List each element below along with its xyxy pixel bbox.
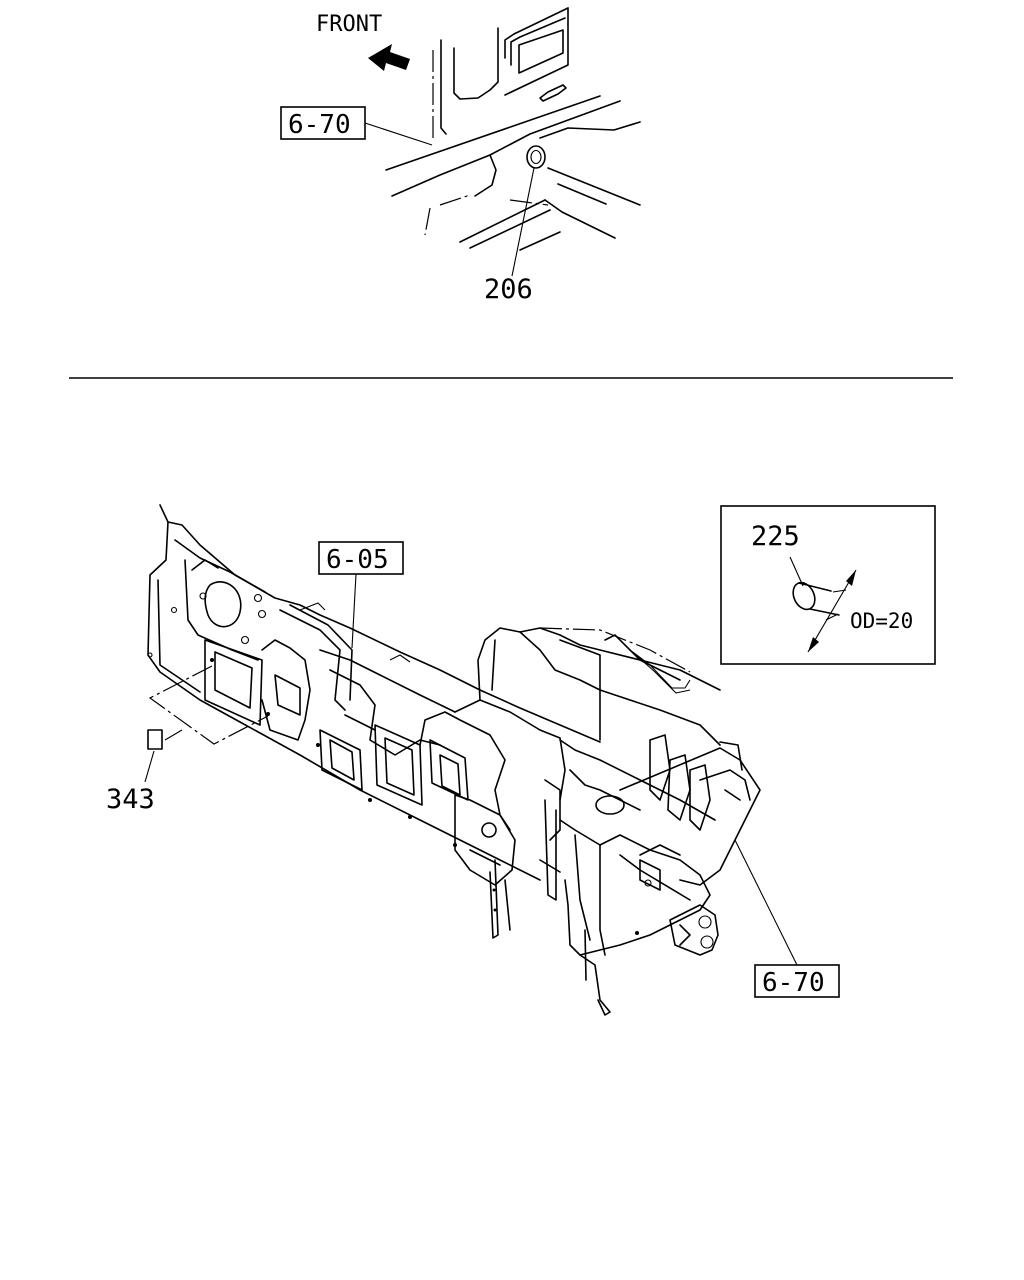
detail-inset-frame <box>720 505 936 665</box>
dimension-arrows <box>807 569 857 653</box>
ref-box-6-05-label: 6-05 <box>326 545 389 575</box>
front-label: FRONT <box>316 12 382 37</box>
floor-panel-drawing <box>385 7 641 251</box>
plug-225 <box>792 581 840 616</box>
part-number-225: 225 <box>751 521 800 552</box>
top-view: FRONT <box>280 7 641 305</box>
ref-box-6-70-bottom <box>754 964 840 998</box>
front-arrow-icon <box>368 44 410 71</box>
ref-box-6-70-top <box>280 106 366 140</box>
dimension-od-20: OD=20 <box>850 609 913 633</box>
part-number-343: 343 <box>106 784 155 815</box>
bottom-view: 343 6-05 6-70 <box>106 504 840 1016</box>
insulator-343 <box>147 665 269 750</box>
detail-inset: 225 OD=20 <box>720 505 936 665</box>
grommet-206 <box>526 145 546 169</box>
part-number-206: 206 <box>484 274 533 305</box>
ref-box-6-70-top-label: 6-70 <box>288 110 351 140</box>
ref-box-6-70-bottom-label: 6-70 <box>762 968 825 998</box>
ref-box-6-05 <box>318 541 404 575</box>
dash-panel-drawing <box>147 504 761 1016</box>
